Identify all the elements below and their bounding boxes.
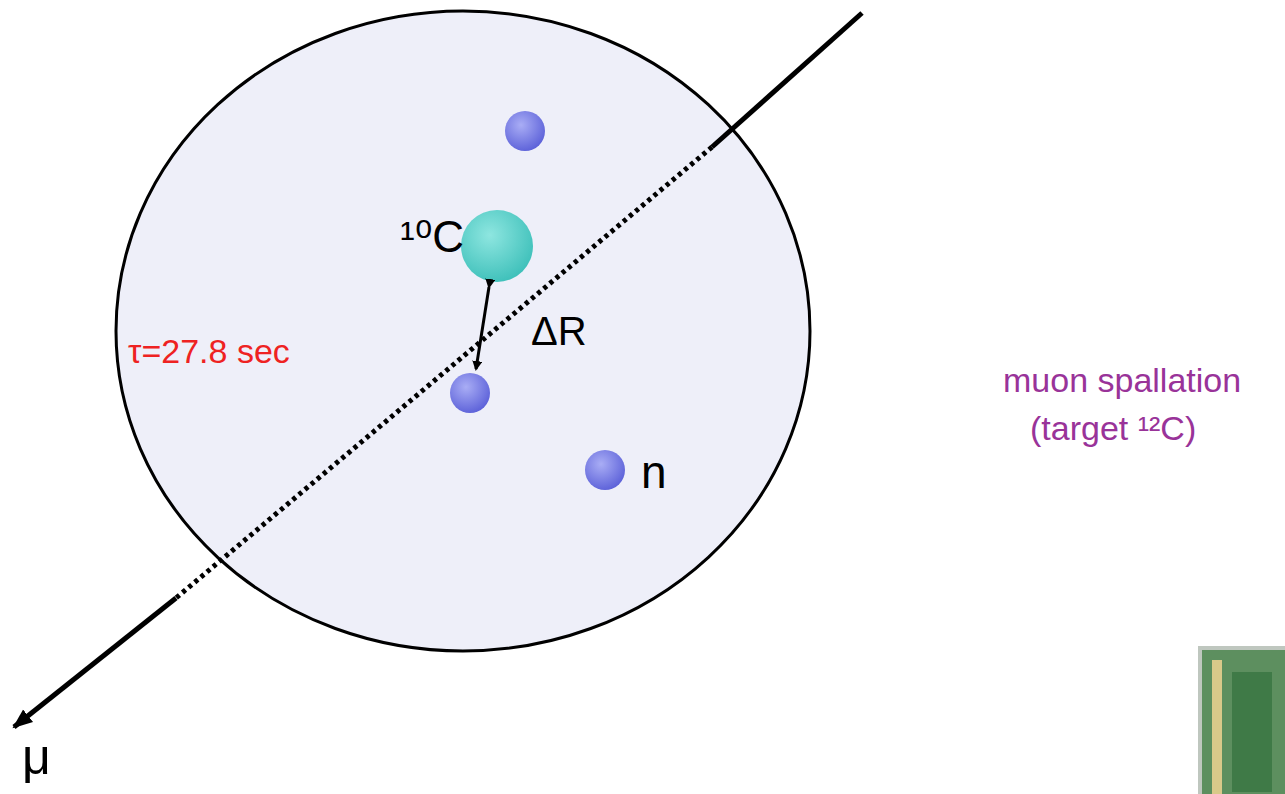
carbon-ball bbox=[461, 210, 533, 282]
muon-label: μ bbox=[22, 730, 51, 785]
detector-volume bbox=[116, 11, 810, 651]
distance-label: ΔR bbox=[531, 309, 587, 353]
board-traces bbox=[1232, 672, 1272, 792]
carbon-label: ¹⁰C bbox=[400, 213, 464, 261]
muon-track bbox=[14, 598, 176, 727]
ball-node: ¹⁰C bbox=[400, 213, 464, 261]
ball-node: n bbox=[641, 447, 667, 498]
muon-track bbox=[712, 13, 862, 147]
circuit-board bbox=[1200, 648, 1285, 794]
target-label: (target ¹²C) bbox=[1030, 410, 1196, 447]
neutron-ball bbox=[450, 373, 490, 413]
neutron-ball bbox=[585, 450, 625, 490]
process-label: muon spallation bbox=[1003, 362, 1241, 399]
muon-track-dotted bbox=[176, 147, 712, 598]
lifetime-label: τ=27.8 sec bbox=[128, 333, 290, 370]
connector-pins bbox=[1212, 660, 1222, 794]
distance-arrow bbox=[476, 287, 489, 369]
neutron-ball bbox=[505, 111, 545, 151]
neutron-label: n bbox=[641, 447, 667, 498]
